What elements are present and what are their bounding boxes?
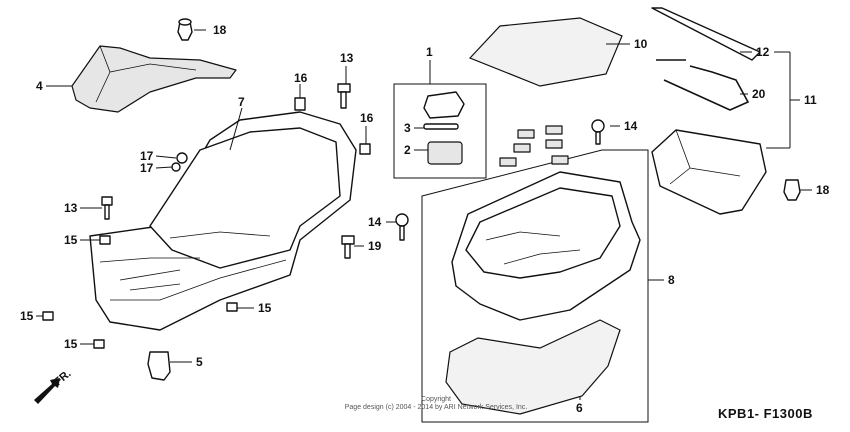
part-18-grommet-right[interactable] [783,179,801,201]
callout-19: 19 [368,239,382,253]
part-10-mat[interactable] [468,17,623,87]
part-1-lock[interactable] [423,91,465,119]
callout-labels: 18 4 7 13 16 16 17 17 13 15 15 15 15 19 … [20,23,830,415]
part-19-bolt[interactable] [341,235,355,259]
callout-15: 15 [64,233,78,247]
part-7-frame-body[interactable] [89,111,357,331]
part-14-screw-right[interactable] [591,119,605,145]
callout-16: 16 [360,111,374,125]
callout-2: 2 [404,143,411,157]
part-11-rear-case[interactable] [651,129,767,215]
callout-8: 8 [668,273,675,287]
callout-15: 15 [20,309,34,323]
callout-15: 15 [258,301,272,315]
part-12-strip[interactable] [651,7,761,61]
copyright-line-2: Page design (c) 2004 - 2014 by ARI Netwo… [344,404,528,411]
group-box-8 [421,149,649,423]
part-16-clip-right[interactable] [359,143,371,155]
part-17-nuts[interactable] [171,152,188,172]
callout-20: 20 [752,87,766,101]
part-2-latch[interactable] [427,141,463,165]
diagram-code: KPB1- F1300B [718,406,813,421]
callout-12: 12 [756,45,770,59]
callout-4: 4 [36,79,43,93]
part-20-seal[interactable] [656,59,750,111]
callout-13: 13 [340,51,354,65]
leader-lines [36,29,812,400]
callout-18: 18 [213,23,227,37]
part-13-bolt-left[interactable] [101,196,113,220]
part-16-clip-top[interactable] [294,97,306,111]
part-6-undercover[interactable] [445,319,621,415]
callout-6: 6 [576,401,583,415]
callout-11: 11 [804,93,817,107]
part-14-screw-left[interactable] [395,213,409,241]
callout-5: 5 [196,355,203,369]
callout-17: 17 [140,161,154,175]
callout-10: 10 [634,37,648,51]
part-8-luggage-box[interactable] [451,171,641,321]
front-direction-arrow: FR. [34,368,74,404]
copyright-line-1: Copyright [421,396,451,403]
callout-14: 14 [624,119,638,133]
part-18-grommet-top[interactable] [177,18,193,41]
group-box-1 [393,83,487,179]
callout-3: 3 [404,121,411,135]
callout-18: 18 [816,183,830,197]
part-small-pads [499,125,569,167]
part-4-cover[interactable] [71,45,237,113]
callout-16: 16 [294,71,308,85]
callout-1: 1 [426,45,433,59]
callout-7: 7 [238,95,245,109]
part-3-pin[interactable] [423,123,459,130]
part-13-bolt-top[interactable] [337,83,351,109]
copyright-notice: Copyright Page design (c) 2004 - 2014 by… [336,396,536,412]
callout-17: 17 [140,149,154,163]
callout-14: 14 [368,215,382,229]
arrow-icon [34,378,60,404]
part-5-bracket[interactable] [147,351,171,381]
callout-15: 15 [64,337,78,351]
callout-13: 13 [64,201,78,215]
